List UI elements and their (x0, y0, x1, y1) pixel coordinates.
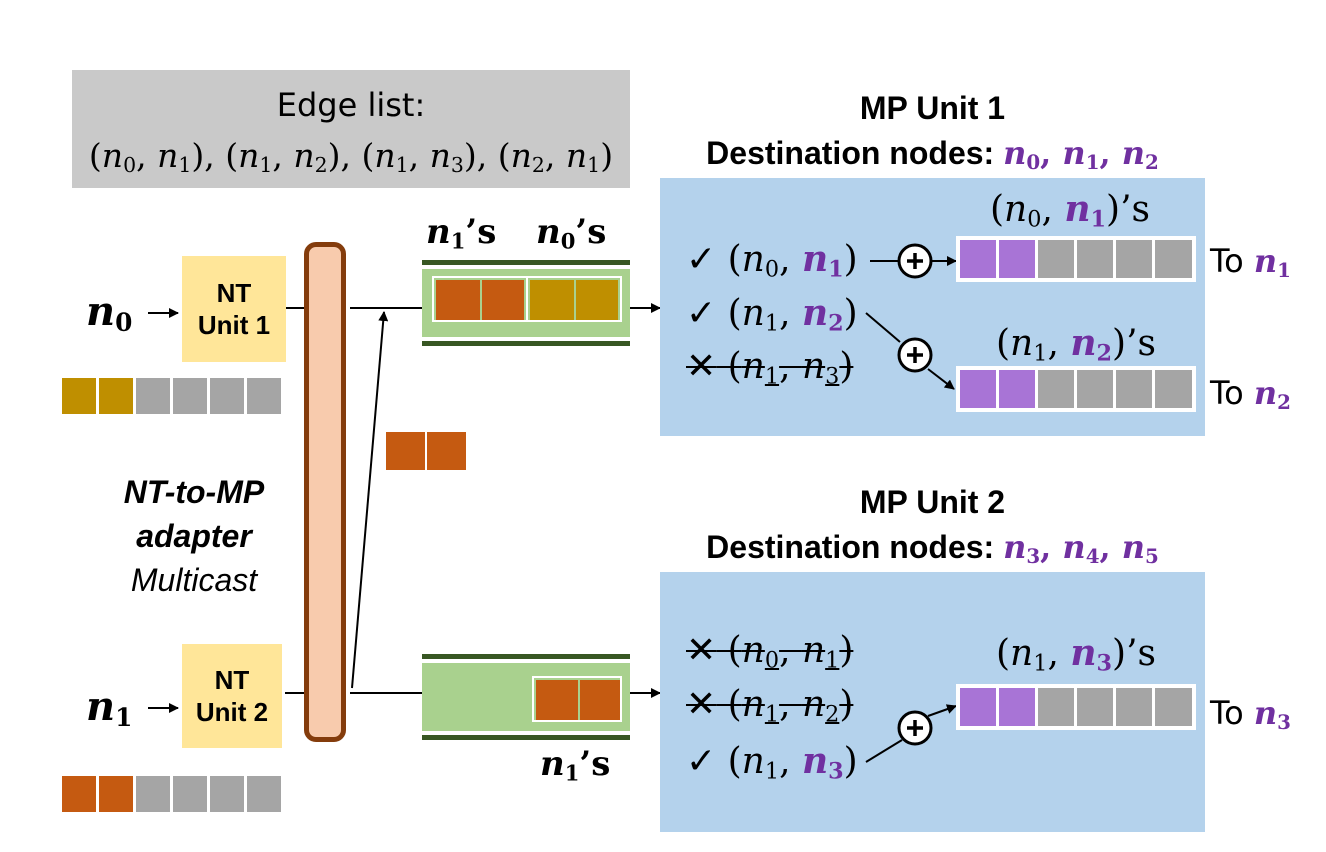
mp-unit-2-edge-2: ✕ (n1, n2) (686, 684, 854, 728)
mp-unit-2-dest-label: Destination nodes: (706, 529, 995, 565)
nt-unit-2: NT Unit 2 (182, 644, 282, 748)
mp-unit-1-edge-2: ✓ (n1, n2) (686, 292, 858, 337)
mp-unit-1-dest-nodes: n0, n1, n2 (1003, 134, 1159, 174)
mp-unit-1-output-1-label: (n0, n1)’s (990, 188, 1151, 233)
check-icon: ✓ (686, 239, 717, 280)
mp-unit-1-output-2-vector (956, 366, 1196, 412)
mp-unit-2-edge-1: ✕ (n0, n1) (686, 630, 854, 674)
nt-unit-2-line2: Unit 2 (195, 697, 269, 727)
check-icon: ✓ (686, 293, 717, 334)
mp-unit-2-edge-3: ✓ (n1, n3) (686, 740, 858, 785)
mp-unit-1-edge-1: ✓ (n0, n1) (686, 238, 858, 283)
adapter-label-line3: Multicast (130, 562, 258, 598)
mp-unit-2-output-1-vector (956, 684, 1196, 730)
nt-unit-1-feature-vector (60, 376, 284, 416)
cross-icon: ✕ (686, 630, 717, 671)
nt-unit-2-feature-vector (60, 774, 283, 814)
cross-icon: ✕ (686, 684, 717, 725)
mp-unit-1-output-2-to: To n2 (1210, 374, 1291, 414)
adapter-label-line2: adapter (136, 518, 252, 554)
buffer-1 (422, 260, 630, 346)
mp-unit-2-output-1-to: To n3 (1210, 694, 1291, 734)
nt-unit-2-line1: NT (214, 665, 250, 695)
nt-unit-1-line1: NT (216, 278, 252, 308)
buffer-label-n0: n0’s (536, 212, 607, 254)
edge-list-box (72, 70, 630, 188)
mp-unit-2-dest-nodes: n3, n4, n5 (1003, 528, 1159, 568)
mp-unit-1-title: MP Unit 1 (859, 90, 1006, 126)
nt-unit-1-line2: Unit 1 (197, 310, 271, 340)
nt-input-n1: n1 (86, 683, 133, 733)
buffer-label-bottom-n1: n1’s (540, 744, 611, 786)
mp-unit-1-output-2-label: (n1, n2)’s (996, 322, 1157, 367)
buffer-2 (422, 654, 630, 740)
nt-input-n0: n0 (86, 288, 133, 338)
mp-unit-2-output-1-label: (n1, n3)’s (996, 632, 1157, 677)
mp-unit-1-dest: Destination nodes: n0, n1, n2 (660, 134, 1205, 174)
check-icon: ✓ (686, 741, 717, 782)
edge-list-title: Edge list: (276, 86, 426, 124)
adapter-bar (304, 242, 346, 742)
mp-unit-2-dest: Destination nodes: n3, n4, n5 (660, 528, 1205, 568)
cross-icon: ✕ (686, 346, 717, 387)
mp-unit-1-output-1-to: To n1 (1210, 242, 1291, 282)
mp-unit-1-edge-3: ✕ (n1, n3) (686, 346, 854, 390)
mp-unit-2-title: MP Unit 2 (859, 484, 1006, 520)
multicast-packet (384, 430, 468, 472)
adapter-label: NT-to-MP adapter Multicast (84, 470, 304, 602)
mp-unit-1-dest-label: Destination nodes: (706, 135, 995, 171)
adapter-label-line1: NT-to-MP (123, 474, 265, 510)
edge-list-edges: (n0, n1), (n1, n2), (n1, n3), (n2, n1) (88, 136, 614, 178)
mp-unit-1-output-1-vector (956, 236, 1196, 282)
buffer-label-n1: n1’s (426, 212, 497, 254)
nt-unit-1: NT Unit 1 (182, 256, 286, 362)
